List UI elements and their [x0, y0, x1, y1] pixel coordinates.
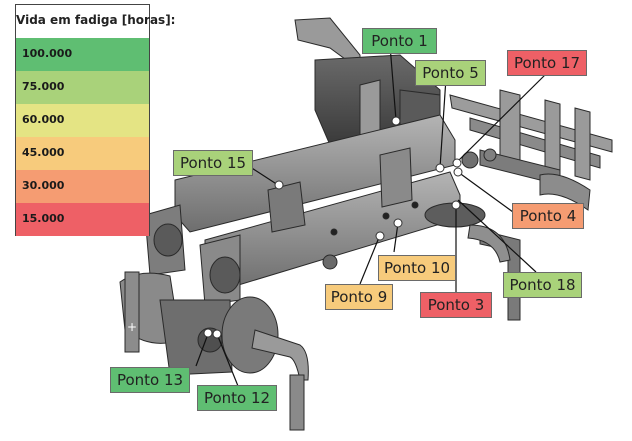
legend-value: 30.000: [22, 179, 65, 192]
leader-lines: [195, 44, 549, 387]
front-axle: [119, 271, 309, 431]
legend-value: 15.000: [22, 212, 65, 225]
legend-band-100000: 100.000: [16, 38, 149, 71]
label-ponto-3: Ponto 3: [420, 292, 492, 318]
label-ponto-12: Ponto 12: [197, 385, 277, 411]
right-fittings: [424, 202, 511, 263]
fatigue-life-legend: Vida em fadiga [horas]: 100.000 75.000 6…: [15, 4, 176, 236]
legend-band-60000: 60.000: [16, 104, 149, 137]
legend-band-15000: 15.000: [16, 203, 149, 236]
label-ponto-4: Ponto 4: [512, 203, 584, 229]
legend-band-30000: 30.000: [16, 170, 149, 203]
rear-frame: [449, 89, 613, 321]
legend-band-75000: 75.000: [16, 71, 149, 104]
label-ponto-18: Ponto 18: [503, 272, 582, 298]
beam-details: [267, 147, 497, 236]
legend-value: 100.000: [22, 47, 73, 60]
label-ponto-15: Ponto 15: [173, 150, 253, 176]
label-ponto-13: Ponto 13: [110, 367, 190, 393]
label-ponto-1: Ponto 1: [362, 28, 437, 54]
label-ponto-9: Ponto 9: [325, 284, 393, 310]
label-ponto-10: Ponto 10: [378, 255, 456, 281]
legend-band-45000: 45.000: [16, 137, 149, 170]
pivot-mounts: [144, 204, 338, 306]
label-ponto-17: Ponto 17: [507, 50, 587, 76]
svg-text:+: +: [127, 320, 137, 334]
legend-value: 45.000: [22, 146, 65, 159]
label-ponto-5: Ponto 5: [415, 60, 486, 86]
measurement-points: [203, 116, 463, 339]
legend-title: Vida em fadiga [horas]:: [16, 13, 176, 27]
legend-value: 60.000: [22, 113, 65, 126]
legend-value: 75.000: [22, 80, 65, 93]
